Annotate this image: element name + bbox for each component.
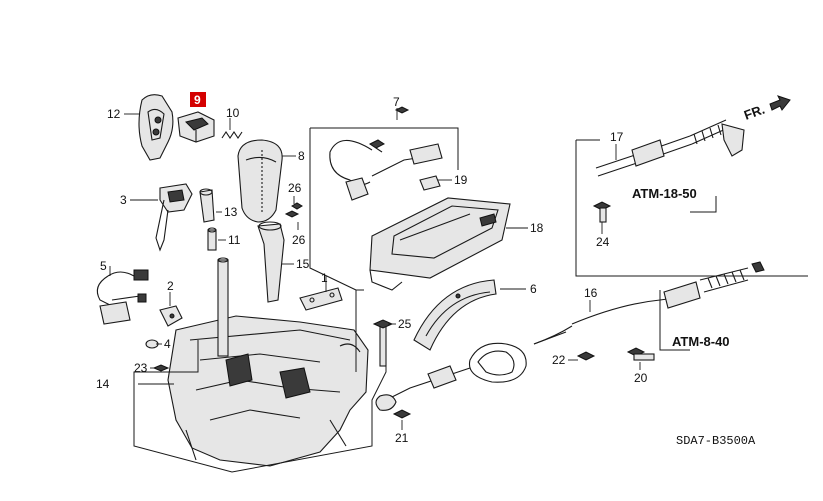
part-12-knob-cover[interactable]: [138, 94, 174, 161]
callout-26-lower: 26: [292, 233, 306, 247]
callout-19: 19: [454, 173, 468, 187]
frame-atm8-bracket: [659, 290, 690, 351]
part-15-sleeve[interactable]: [257, 221, 285, 303]
callout-20: 20: [634, 371, 648, 385]
part-8-shift-knob[interactable]: [237, 139, 283, 223]
callout-22: 22: [552, 353, 566, 367]
part-23-screw[interactable]: [152, 364, 170, 372]
part-10-spring[interactable]: [221, 131, 243, 139]
part-9-button[interactable]: [177, 111, 215, 143]
highlight-box: [190, 92, 206, 107]
part-2-clip[interactable]: [159, 305, 183, 327]
callout-10: 10: [226, 106, 240, 120]
part-17-cable[interactable]: [595, 119, 745, 177]
callout-12: 12: [107, 107, 121, 121]
callout-25: 25: [398, 317, 412, 331]
ref-atm-8-40[interactable]: ATM-8-40: [672, 334, 730, 349]
part-20-bolt[interactable]: [626, 347, 655, 361]
callout-4: 4: [164, 337, 171, 351]
callout-9-highlight[interactable]: 9: [190, 92, 206, 107]
callout-14: 14: [96, 377, 110, 391]
callout-7: 7: [393, 95, 400, 109]
part-5-switch-harness[interactable]: [96, 269, 149, 325]
callout-13: 13: [224, 205, 238, 219]
frame-harness-box: [309, 127, 459, 372]
part-13-lock[interactable]: [199, 188, 215, 223]
part-22-nut[interactable]: [576, 351, 596, 361]
front-arrow-icon: [769, 95, 791, 111]
callout-5: 5: [100, 259, 107, 273]
callout-21: 21: [395, 431, 409, 445]
part-25-bolt[interactable]: [372, 319, 394, 367]
front-direction-label: FR.: [742, 102, 767, 123]
ref-atm-18-50[interactable]: ATM-18-50: [632, 186, 697, 201]
frame-upper-cable: [575, 139, 808, 277]
callout-9: 9: [194, 93, 201, 107]
callout-8: 8: [298, 149, 305, 163]
callout-24: 24: [596, 235, 610, 249]
callout-1: 1: [321, 271, 328, 285]
callout-3: 3: [120, 193, 127, 207]
part-19-clip[interactable]: [419, 175, 441, 191]
callout-6: 6: [530, 282, 537, 296]
part-7-harness[interactable]: [329, 106, 443, 201]
drawing-code: SDA7-B3500A: [676, 434, 756, 448]
leader-lines: [109, 108, 641, 430]
callout-11: 11: [228, 233, 241, 247]
callout-2: 2: [167, 279, 174, 293]
part-6-slide-cover[interactable]: [413, 279, 497, 351]
part-26-screws[interactable]: [284, 202, 303, 218]
callout-26-upper: 26: [288, 181, 302, 195]
part-18-indicator-panel[interactable]: [369, 197, 511, 291]
part-21-nut[interactable]: [392, 409, 412, 419]
frame-base: [133, 326, 387, 473]
part-14-shifter-base[interactable]: [167, 257, 369, 467]
part-1-plate[interactable]: [299, 287, 343, 311]
callout-16: 16: [584, 286, 598, 300]
part-11-pin[interactable]: [207, 227, 217, 251]
part-16-shift-cable[interactable]: [375, 261, 765, 411]
callout-23: 23: [134, 361, 148, 375]
part-3-bracket[interactable]: [155, 183, 193, 252]
callout-15: 15: [296, 257, 310, 271]
callout-17: 17: [610, 130, 624, 144]
part-24-bolt[interactable]: [592, 201, 612, 223]
callout-18: 18: [530, 221, 544, 235]
frame-atm18-bracket: [690, 196, 717, 213]
